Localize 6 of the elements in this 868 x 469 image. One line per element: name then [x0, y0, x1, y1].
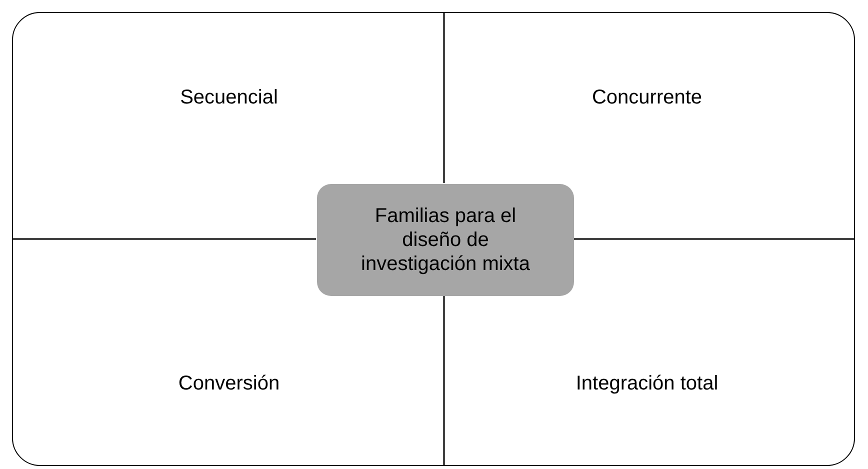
center-box: Familias para el diseño de investigación mixta [317, 184, 574, 296]
quadrant-label: Conversión [178, 372, 280, 396]
quadrant-label: Secuencial [180, 86, 278, 110]
quadrant-label: Concurrente [592, 86, 702, 110]
rounded-frame [12, 12, 855, 466]
quadrant-label: Integración total [576, 372, 718, 396]
